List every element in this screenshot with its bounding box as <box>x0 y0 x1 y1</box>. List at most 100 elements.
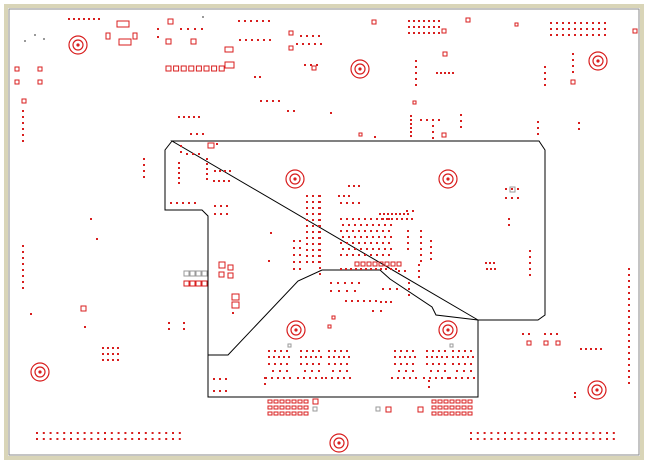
pad <box>455 399 461 404</box>
via <box>219 390 221 392</box>
via <box>574 392 576 394</box>
via <box>340 230 342 232</box>
pad <box>437 411 443 416</box>
via <box>418 26 420 28</box>
pad <box>366 261 372 267</box>
via <box>562 34 564 36</box>
via <box>340 350 342 352</box>
via <box>316 64 318 66</box>
via <box>346 363 348 365</box>
pad <box>231 293 240 301</box>
via <box>438 350 440 352</box>
via <box>112 353 114 355</box>
via <box>390 236 392 238</box>
via <box>394 350 396 352</box>
via <box>22 128 24 130</box>
pad <box>509 186 516 193</box>
via <box>302 43 304 45</box>
via <box>286 350 288 352</box>
via <box>470 370 472 372</box>
pad <box>385 406 392 413</box>
via <box>426 356 428 358</box>
via <box>380 310 382 312</box>
via <box>505 188 507 190</box>
via <box>517 188 519 190</box>
via <box>628 304 630 306</box>
pad <box>273 399 279 404</box>
via <box>340 202 342 204</box>
via <box>274 350 276 352</box>
via <box>334 363 336 365</box>
via <box>598 28 600 30</box>
pad <box>312 398 319 405</box>
via <box>250 20 252 22</box>
via <box>354 290 356 292</box>
via <box>410 135 412 137</box>
via <box>574 34 576 36</box>
via <box>409 356 411 358</box>
via <box>556 22 558 24</box>
pad <box>195 280 202 287</box>
via <box>432 125 434 127</box>
via <box>112 359 114 361</box>
via <box>219 378 221 380</box>
via <box>432 363 434 365</box>
via <box>22 275 24 277</box>
pad <box>267 399 273 404</box>
via <box>383 213 385 215</box>
via <box>34 34 36 36</box>
via <box>390 224 392 226</box>
via <box>413 20 415 22</box>
via <box>286 370 288 372</box>
via <box>273 356 275 358</box>
pad <box>449 411 455 416</box>
via <box>193 116 195 118</box>
pad <box>384 261 390 267</box>
via <box>370 254 372 256</box>
via <box>389 288 391 290</box>
via <box>117 347 119 349</box>
via <box>102 347 104 349</box>
via <box>415 84 417 86</box>
pad <box>132 32 138 40</box>
via <box>348 248 350 250</box>
via <box>180 28 182 30</box>
via <box>194 28 196 30</box>
via <box>420 254 422 256</box>
via <box>304 370 306 372</box>
pad <box>189 270 196 277</box>
via <box>319 261 321 263</box>
via <box>604 22 606 24</box>
via <box>206 158 208 160</box>
via <box>268 20 270 22</box>
via <box>370 230 372 232</box>
via <box>293 240 295 242</box>
via <box>206 163 208 165</box>
via <box>572 53 574 55</box>
via <box>287 110 289 112</box>
via <box>418 276 420 278</box>
via <box>556 333 558 335</box>
via <box>452 72 454 74</box>
via <box>394 363 396 365</box>
via <box>293 261 295 263</box>
via <box>528 333 530 335</box>
via <box>348 356 350 358</box>
via <box>22 281 24 283</box>
via <box>592 28 594 30</box>
via <box>628 382 630 384</box>
via <box>628 370 630 372</box>
via <box>157 36 159 38</box>
via <box>410 115 412 117</box>
via <box>448 72 450 74</box>
via <box>344 282 346 284</box>
pad <box>291 399 297 404</box>
via <box>462 356 464 358</box>
via <box>403 377 405 379</box>
via <box>224 170 226 172</box>
via <box>366 236 368 238</box>
pad <box>14 66 20 72</box>
via <box>544 66 546 68</box>
via <box>338 356 340 358</box>
via <box>411 218 413 220</box>
